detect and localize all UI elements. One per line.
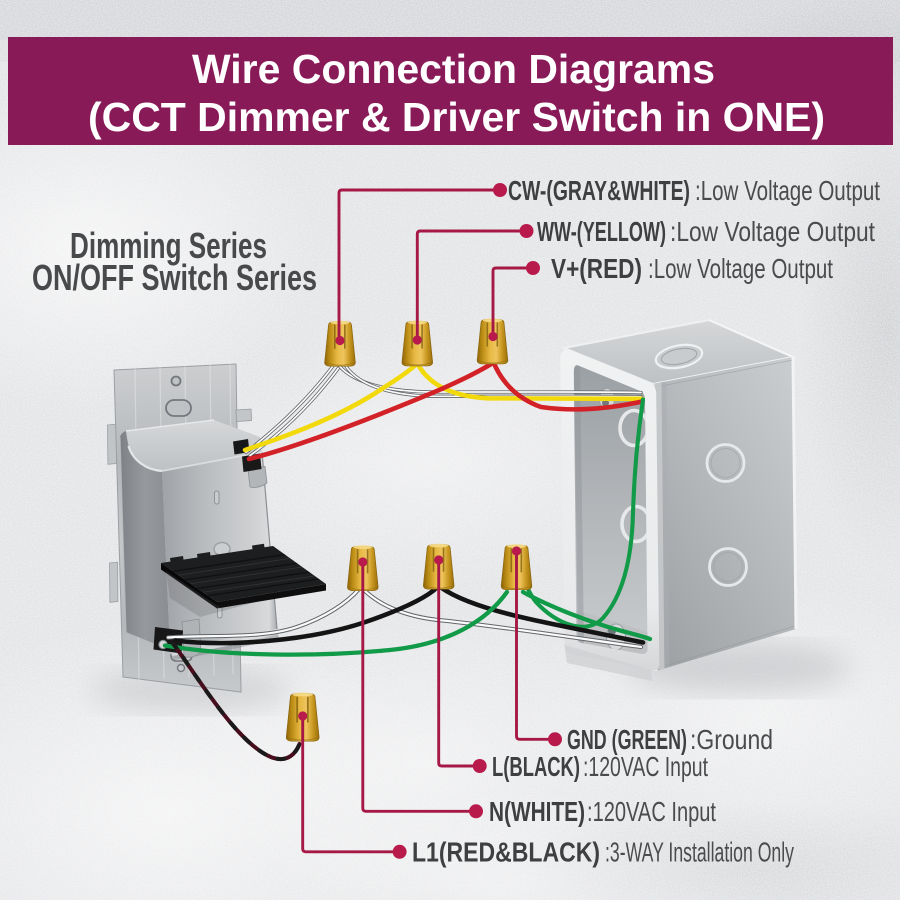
- svg-text::Ground: :Ground: [690, 724, 773, 755]
- svg-text:CW-(GRAY&WHITE): CW-(GRAY&WHITE): [508, 175, 690, 206]
- svg-text:N(WHITE): N(WHITE): [489, 796, 585, 827]
- svg-text::120VAC Input: :120VAC Input: [583, 751, 708, 782]
- svg-text:WW-(YELLOW): WW-(YELLOW): [537, 216, 666, 247]
- svg-text:ON/OFF Switch Series: ON/OFF Switch Series: [32, 257, 317, 298]
- svg-text:V+(RED): V+(RED): [551, 253, 642, 284]
- svg-text:GND (GREEN): GND (GREEN): [567, 724, 687, 755]
- svg-text::Low Voltage Output: :Low Voltage Output: [648, 253, 833, 284]
- svg-text::Low Voltage Output: :Low Voltage Output: [695, 175, 880, 206]
- svg-text:Wire Connection Diagrams: Wire Connection Diagrams: [192, 46, 715, 92]
- svg-text:L1(RED&BLACK): L1(RED&BLACK): [412, 837, 600, 868]
- svg-text:(CCT Dimmer & Driver Switch in: (CCT Dimmer & Driver Switch in ONE): [88, 94, 825, 140]
- svg-text::120VAC Input: :120VAC Input: [587, 796, 716, 827]
- svg-text::3-WAY Installation Only: :3-WAY Installation Only: [605, 837, 794, 868]
- svg-text::Low Voltage Output: :Low Voltage Output: [670, 216, 875, 247]
- svg-text:Dimming Series: Dimming Series: [70, 225, 267, 266]
- svg-text:L(BLACK): L(BLACK): [492, 751, 580, 782]
